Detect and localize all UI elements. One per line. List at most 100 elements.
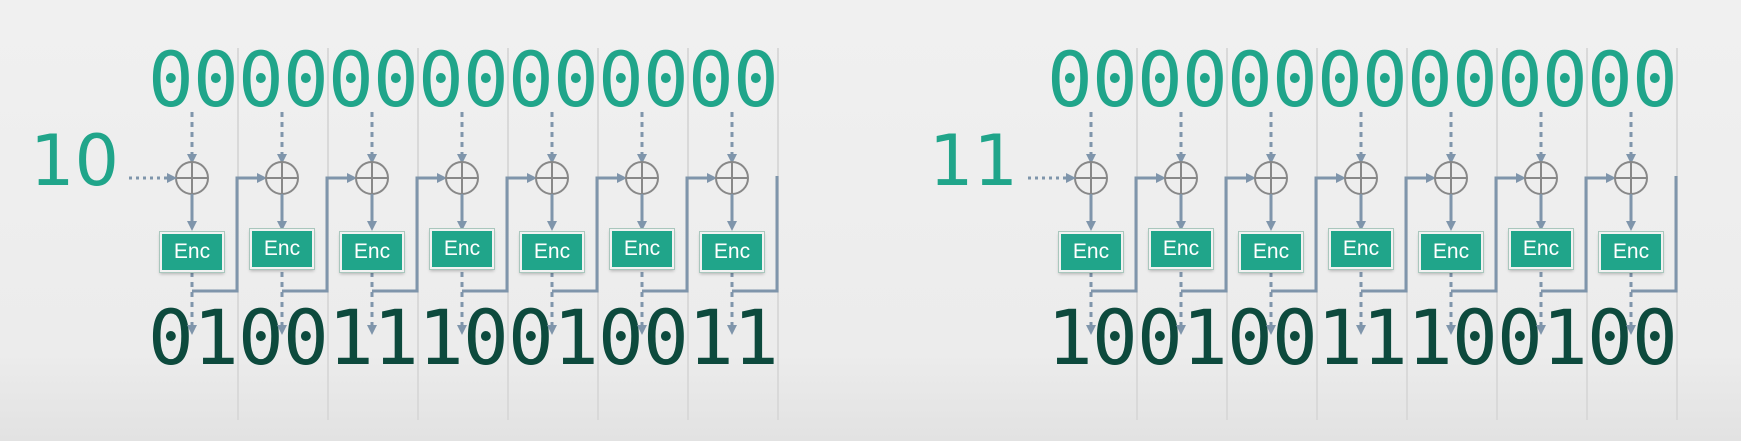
enc-block: Enc (1059, 232, 1123, 272)
input-bit: 0 (463, 35, 509, 124)
output-bit: 1 (1362, 293, 1408, 382)
chain-wire (462, 173, 537, 293)
chain-wire-end (1631, 176, 1678, 293)
input-bit: 0 (1407, 35, 1453, 124)
output-bit: 0 (1632, 293, 1678, 382)
input-bit: 0 (283, 35, 329, 124)
enc-block: Enc (1509, 229, 1573, 269)
output-bit: 1 (1047, 293, 1093, 382)
xor-icon (1344, 161, 1378, 195)
chain-wire (1541, 173, 1616, 293)
input-bit: 0 (508, 35, 554, 124)
input-bit: 0 (328, 35, 374, 124)
chain-wire-end (732, 176, 779, 293)
input-bit: 0 (1542, 35, 1588, 124)
input-bit: 0 (1632, 35, 1678, 124)
input-bit: 0 (643, 35, 689, 124)
input-bit: 0 (1317, 35, 1363, 124)
output-bit: 0 (1497, 293, 1543, 382)
output-bit: 1 (553, 293, 599, 382)
input-bit: 0 (1452, 35, 1498, 124)
xor-icon (1434, 161, 1468, 195)
chain-wire (1181, 173, 1256, 293)
input-bit: 0 (1092, 35, 1138, 124)
chain-wire (372, 173, 447, 293)
output-bit: 0 (283, 293, 329, 382)
enc-block: Enc (430, 229, 494, 269)
output-bit: 0 (508, 293, 554, 382)
enc-block: Enc (1329, 229, 1393, 269)
enc-block: Enc (610, 229, 674, 269)
output-bit: 0 (1587, 293, 1633, 382)
xor-icon (1614, 161, 1648, 195)
chain-wire (192, 173, 267, 293)
chain-wire (282, 173, 357, 293)
iv-label: 11 (929, 120, 1019, 202)
output-bit: 1 (328, 293, 374, 382)
enc-block: Enc (1149, 229, 1213, 269)
input-bit: 0 (1497, 35, 1543, 124)
output-bit: 0 (463, 293, 509, 382)
iv-label: 10 (30, 120, 120, 202)
output-bit: 0 (1227, 293, 1273, 382)
xor-icon (1074, 161, 1108, 195)
output-bit: 1 (733, 293, 779, 382)
enc-block: Enc (1239, 232, 1303, 272)
input-bit: 0 (1182, 35, 1228, 124)
output-bit: 0 (1137, 293, 1183, 382)
enc-block: Enc (250, 229, 314, 269)
enc-block: Enc (340, 232, 404, 272)
output-bit: 1 (373, 293, 419, 382)
output-bit: 1 (1407, 293, 1453, 382)
input-bit: 0 (148, 35, 194, 124)
input-bit: 0 (553, 35, 599, 124)
output-bit: 1 (688, 293, 734, 382)
input-bit: 0 (373, 35, 419, 124)
enc-block: Enc (700, 232, 764, 272)
input-bit: 0 (1587, 35, 1633, 124)
enc-block: Enc (1419, 232, 1483, 272)
xor-icon (1524, 161, 1558, 195)
output-bit: 0 (598, 293, 644, 382)
chain-wire (1361, 173, 1436, 293)
output-bit: 0 (1452, 293, 1498, 382)
input-bit: 0 (1227, 35, 1273, 124)
output-bit: 0 (238, 293, 284, 382)
output-bit: 1 (1317, 293, 1363, 382)
input-bit: 0 (1362, 35, 1408, 124)
output-bit: 1 (1182, 293, 1228, 382)
input-bit: 0 (238, 35, 284, 124)
chain-wire (642, 173, 717, 293)
input-bit: 0 (193, 35, 239, 124)
input-bit: 0 (598, 35, 644, 124)
output-bit: 0 (643, 293, 689, 382)
output-bit: 0 (1092, 293, 1138, 382)
xor-icon (1254, 161, 1288, 195)
chain-wire (1271, 173, 1346, 293)
output-bit: 0 (148, 293, 194, 382)
xor-icon (445, 161, 479, 195)
output-bit: 1 (1542, 293, 1588, 382)
enc-block: Enc (160, 232, 224, 272)
output-bit: 0 (1272, 293, 1318, 382)
input-bit: 0 (1272, 35, 1318, 124)
enc-block: Enc (520, 232, 584, 272)
chain-wire (552, 173, 627, 293)
output-bit: 1 (418, 293, 464, 382)
input-bit: 0 (1137, 35, 1183, 124)
chain-wire (1451, 173, 1526, 293)
xor-icon (1164, 161, 1198, 195)
input-bit: 0 (1047, 35, 1093, 124)
input-bit: 0 (733, 35, 779, 124)
chain-wire (1091, 173, 1166, 293)
enc-block: Enc (1599, 232, 1663, 272)
input-bit: 0 (688, 35, 734, 124)
input-bit: 0 (418, 35, 464, 124)
